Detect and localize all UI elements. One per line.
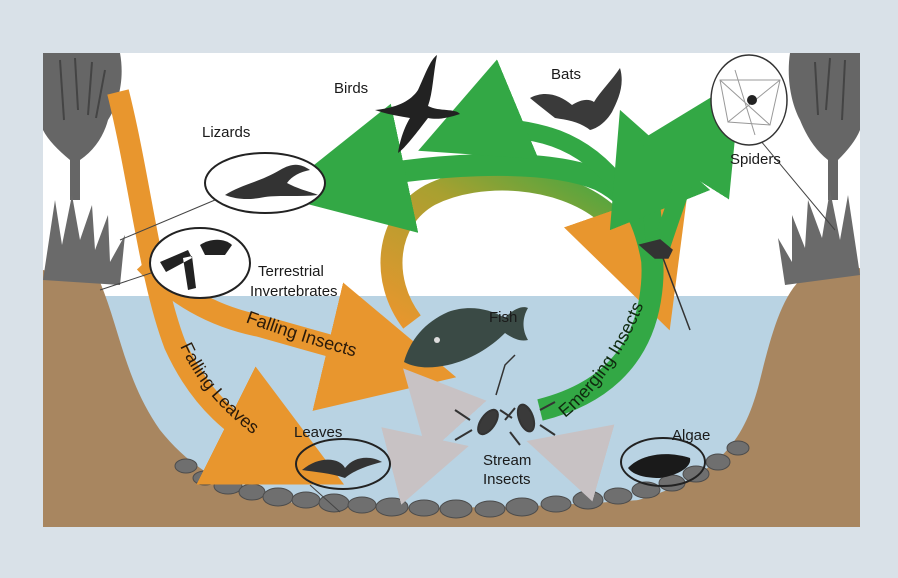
stream-insects-label-line2: Insects <box>483 471 531 488</box>
bats-label: Bats <box>551 66 581 83</box>
terrestrial-label-line2: Invertebrates <box>250 283 338 300</box>
lizards-label: Lizards <box>202 124 250 141</box>
birds-label: Birds <box>334 80 368 97</box>
spider-icon <box>747 95 757 105</box>
algae-label: Algae <box>672 427 710 444</box>
terrestrial-label-line1: Terrestrial <box>258 263 324 280</box>
spiders-label: Spiders <box>730 151 781 168</box>
leaves-label: Leaves <box>294 424 342 441</box>
stream-insects-label-line1: Stream <box>483 452 531 469</box>
fish-label: Fish <box>489 309 517 326</box>
